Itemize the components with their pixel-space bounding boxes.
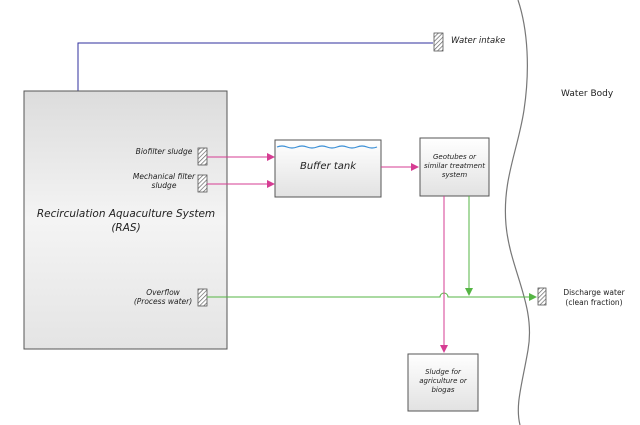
mechanical-filter-sludge-label: Mechanical filter sludge: [132, 172, 196, 190]
geotubes-label: Geotubes or similar treatment system: [424, 153, 485, 179]
sludge-destination-label: Sludge for agriculture or biogas: [419, 368, 467, 394]
discharge-outlet: [537, 287, 547, 306]
buffer-tank-label: Buffer tank: [299, 161, 357, 172]
water-body-boundary: [504, 0, 531, 425]
overflow-discharge-line: [207, 292, 537, 301]
overflow-outlet: [197, 288, 208, 307]
water-body-label: Water Body: [561, 89, 614, 99]
sludge-box: [407, 353, 479, 412]
biofilter-outlet: [197, 147, 208, 166]
water-intake-outlet: [433, 32, 444, 52]
biofilter-sludge-label: Biofilter sludge: [135, 147, 193, 156]
ras-box: [23, 90, 228, 350]
water-intake-label: Water intake: [451, 36, 506, 46]
overflow-label: Overflow (Process water): [133, 288, 193, 306]
buffer-tank-box: [274, 139, 382, 198]
geotubes-box: [419, 137, 490, 197]
mechanical-outlet: [197, 174, 208, 193]
buffer-tank-water-surface: [276, 145, 378, 149]
ras-title: Recirculation Aquaculture System (RAS): [36, 208, 216, 234]
discharge-water-label: Discharge water (clean fraction): [563, 288, 625, 307]
